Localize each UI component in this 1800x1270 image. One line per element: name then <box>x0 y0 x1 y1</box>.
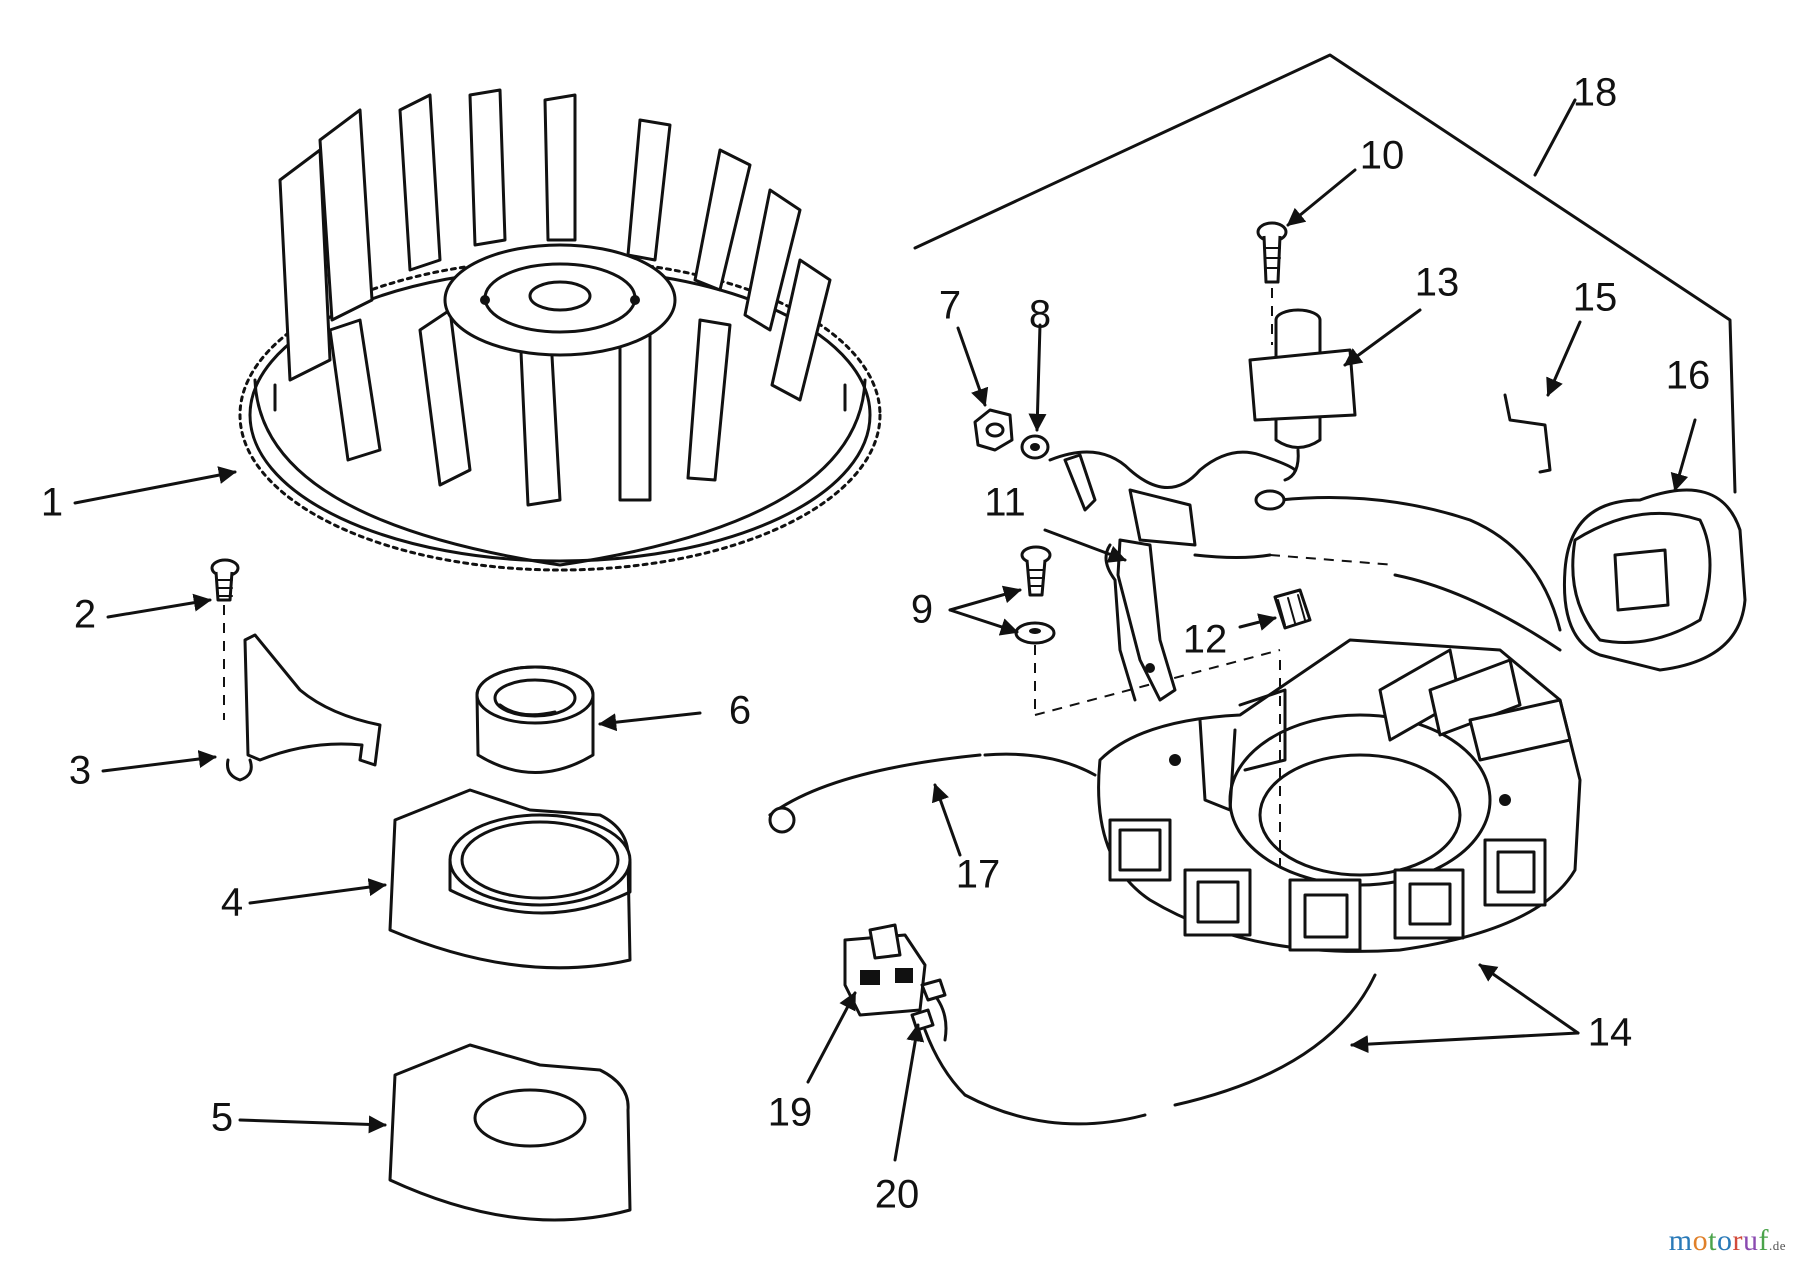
watermark-letter: m <box>1668 1224 1693 1257</box>
callout-10: 10 <box>1360 134 1405 178</box>
callout-20: 20 <box>875 1173 920 1217</box>
watermark-letter: o <box>1692 1224 1709 1257</box>
leader-arrows <box>73 98 1697 1162</box>
callout-2: 2 <box>74 593 96 637</box>
callout-17: 17 <box>956 853 1001 897</box>
plate-part-3 <box>226 633 382 782</box>
connector-part-19 <box>843 923 927 1017</box>
plate-part-4 <box>388 788 632 970</box>
felt-wick-part-12 <box>1273 588 1312 630</box>
callout-15: 15 <box>1573 276 1618 320</box>
watermark-letter: u <box>1742 1224 1759 1257</box>
watermark-letter: r <box>1732 1224 1743 1257</box>
washer-part-8 <box>1020 434 1050 460</box>
callout-4: 4 <box>221 881 243 925</box>
callout-12: 12 <box>1183 618 1228 662</box>
watermark-letter: o <box>1716 1224 1733 1257</box>
callout-labels: 1 2 3 4 5 6 7 8 9 10 11 12 13 14 15 16 1… <box>41 71 1710 1217</box>
breaker-points-part-11 <box>1063 453 1197 702</box>
nut-part-7 <box>973 408 1014 452</box>
watermark-suffix: .de <box>1768 1238 1786 1253</box>
callout-16: 16 <box>1666 354 1711 398</box>
kit-bracket-line <box>913 53 1737 494</box>
bracket-part-15 <box>1503 393 1552 474</box>
flywheel-part <box>238 88 882 572</box>
callout-5: 5 <box>211 1096 233 1140</box>
bushing-part-6 <box>475 665 595 774</box>
callout-1: 1 <box>41 481 63 525</box>
callout-3: 3 <box>69 749 91 793</box>
watermark-logo: motoruf.de <box>1669 1224 1786 1258</box>
callout-18: 18 <box>1573 71 1618 115</box>
callout-11: 11 <box>984 481 1026 525</box>
condenser-part-13 <box>1248 308 1357 482</box>
callout-7: 7 <box>939 284 961 328</box>
callout-6: 6 <box>729 689 751 733</box>
callout-13: 13 <box>1415 261 1460 305</box>
screw-part-10 <box>1256 221 1288 345</box>
gasket-part-5 <box>388 1043 632 1222</box>
screw-part-2 <box>210 558 240 720</box>
callout-19: 19 <box>768 1091 813 1135</box>
callout-14: 14 <box>1588 1011 1633 1055</box>
ignition-coil-part-16 <box>1562 488 1747 672</box>
callout-9: 9 <box>911 588 933 632</box>
armature-plate-part-14 <box>1097 638 1582 953</box>
watermark-letter: t <box>1708 1224 1717 1257</box>
callout-8: 8 <box>1029 293 1051 337</box>
wires <box>768 450 1562 1126</box>
watermark-letter: f <box>1758 1224 1769 1257</box>
